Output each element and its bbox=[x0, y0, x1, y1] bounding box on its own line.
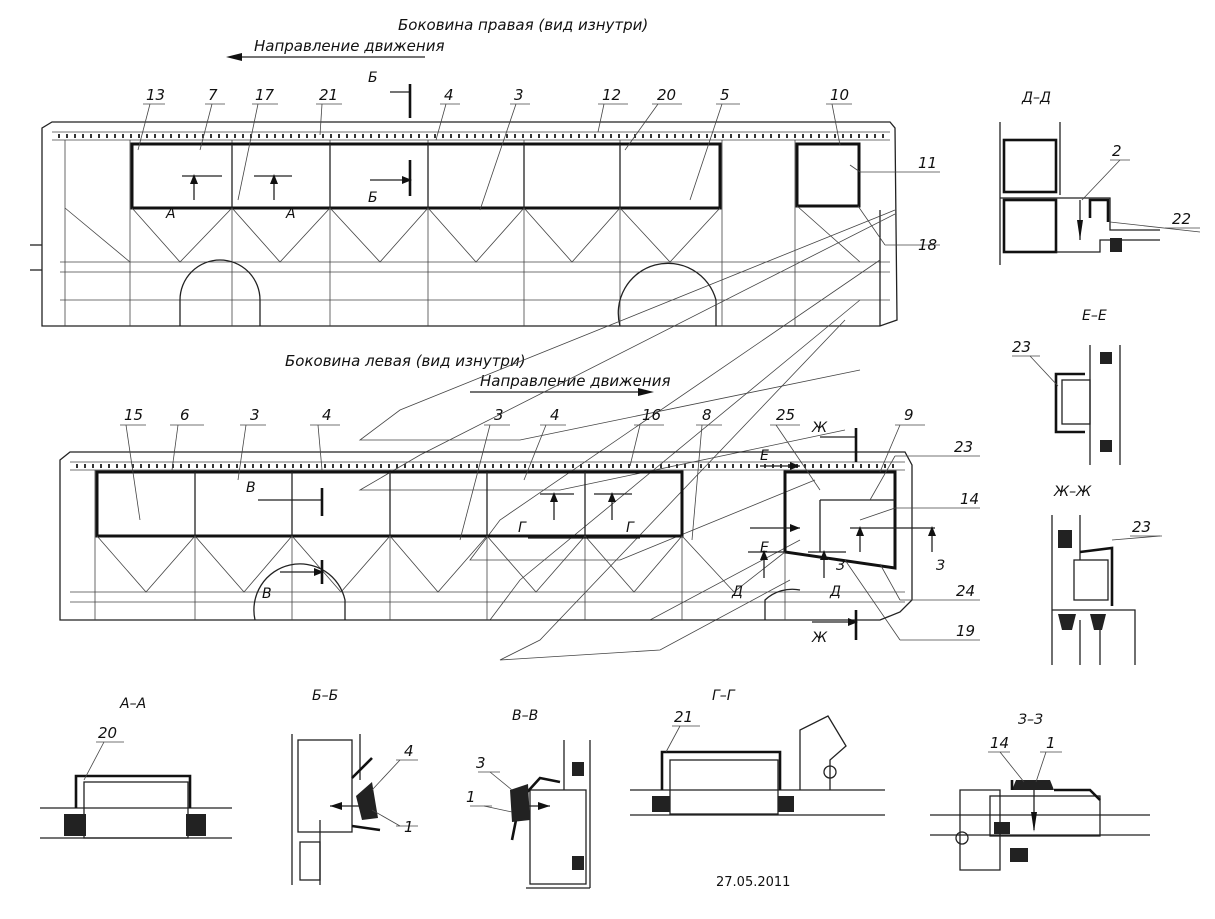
section-aa-title: А–А bbox=[119, 696, 146, 712]
right-label-21: 21 bbox=[319, 86, 338, 104]
cut-zh-top: Ж bbox=[811, 420, 828, 436]
cut-z-left: З bbox=[836, 558, 845, 574]
cut-b-marker bbox=[370, 84, 412, 196]
right-label-17: 17 bbox=[255, 86, 275, 104]
cut-e-marker bbox=[750, 462, 800, 532]
left-label-23: 23 bbox=[954, 438, 973, 456]
section-dd-label-22: 22 bbox=[1172, 210, 1191, 228]
right-direction-arrow-icon bbox=[226, 53, 425, 61]
right-label-10: 10 bbox=[830, 86, 849, 104]
cut-z-right: З bbox=[936, 558, 945, 574]
section-aa-label-20: 20 bbox=[98, 724, 117, 742]
right-direction-label: Направление движения bbox=[254, 37, 444, 55]
drawing-date: 27.05.2011 bbox=[716, 875, 790, 890]
right-label-11: 11 bbox=[918, 154, 937, 172]
right-label-18: 18 bbox=[918, 236, 937, 254]
section-ee-title: Е–Е bbox=[1082, 308, 1107, 324]
left-label-3: 3 bbox=[250, 406, 260, 424]
left-leaders bbox=[120, 424, 980, 641]
section-bb: Б–Б 4 1 bbox=[291, 688, 418, 885]
cut-g-marker bbox=[528, 492, 640, 539]
section-zz: З–З 14 1 bbox=[930, 712, 1150, 871]
right-side-view: А А Б Б 13 7 17 21 bbox=[30, 70, 940, 327]
left-label-14: 14 bbox=[960, 490, 979, 508]
cut-d-left: Д bbox=[731, 584, 743, 600]
section-zhzh: Ж–Ж 23 bbox=[1051, 484, 1162, 665]
left-label-8: 8 bbox=[702, 406, 712, 424]
section-bb-label-4: 4 bbox=[404, 742, 414, 760]
cut-b-top: Б bbox=[368, 70, 378, 86]
right-label-5: 5 bbox=[720, 86, 730, 104]
section-bb-title: Б–Б bbox=[312, 688, 338, 704]
left-label-4b: 4 bbox=[550, 406, 560, 424]
section-zhzh-label-23: 23 bbox=[1132, 518, 1151, 536]
cut-zh-bottom: Ж bbox=[811, 630, 828, 646]
cut-v-marker bbox=[258, 488, 324, 584]
left-side-title: Боковина левая (вид изнутри) bbox=[285, 352, 526, 370]
left-side-view: В В Г Г Е Е Ж Ж bbox=[59, 406, 980, 646]
cut-d-right: Д bbox=[829, 584, 841, 600]
left-label-9: 9 bbox=[904, 406, 914, 424]
right-label-4: 4 bbox=[444, 86, 454, 104]
left-label-6: 6 bbox=[180, 406, 190, 424]
left-label-25: 25 bbox=[776, 406, 795, 424]
section-vv-label-3: 3 bbox=[476, 754, 486, 772]
cut-v-top: В bbox=[246, 480, 256, 496]
cut-a-right: А bbox=[285, 206, 296, 222]
cut-e-bottom: Е bbox=[760, 540, 769, 556]
right-label-3: 3 bbox=[514, 86, 524, 104]
right-window-band bbox=[130, 142, 722, 210]
cut-g-left: Г bbox=[518, 520, 527, 536]
right-leaders bbox=[137, 103, 940, 246]
section-ee: Е–Е 23 bbox=[1012, 308, 1121, 465]
section-aa: А–А 20 bbox=[40, 696, 232, 839]
left-label-24: 24 bbox=[956, 582, 975, 600]
cut-b-bottom: Б bbox=[368, 190, 378, 206]
section-vv-title: В–В bbox=[512, 708, 538, 724]
cut-a-marker bbox=[182, 174, 292, 200]
left-label-15: 15 bbox=[124, 406, 143, 424]
section-dd-title: Д–Д bbox=[1021, 90, 1051, 106]
section-gg-label-21: 21 bbox=[674, 708, 693, 726]
left-label-3b: 3 bbox=[494, 406, 504, 424]
cut-zh-marker bbox=[812, 428, 858, 640]
left-label-4: 4 bbox=[322, 406, 332, 424]
left-label-16: 16 bbox=[642, 406, 661, 424]
right-label-13: 13 bbox=[146, 86, 165, 104]
left-label-19: 19 bbox=[956, 622, 975, 640]
section-vv-label-1: 1 bbox=[466, 788, 476, 806]
section-zz-title: З–З bbox=[1018, 712, 1043, 728]
right-label-20: 20 bbox=[657, 86, 676, 104]
right-label-7: 7 bbox=[208, 86, 218, 104]
right-rear-window bbox=[795, 142, 861, 208]
right-label-12: 12 bbox=[602, 86, 621, 104]
section-dd: Д–Д 2 22 bbox=[999, 90, 1201, 265]
section-zz-label-14: 14 bbox=[990, 734, 1009, 752]
cut-g-right: Г bbox=[626, 520, 635, 536]
section-zz-label-1: 1 bbox=[1046, 734, 1056, 752]
section-gg-title: Г–Г bbox=[712, 688, 736, 704]
cut-v-bottom: В bbox=[262, 586, 272, 602]
section-dd-label-2: 2 bbox=[1112, 142, 1122, 160]
cut-z-marker bbox=[850, 526, 936, 552]
section-zhzh-title: Ж–Ж bbox=[1053, 484, 1092, 500]
section-vv: В–В 3 1 bbox=[466, 708, 591, 889]
section-ee-label-23: 23 bbox=[1012, 338, 1031, 356]
cut-a-left: А bbox=[165, 206, 176, 222]
cut-d-marker bbox=[748, 550, 846, 578]
section-gg: Г–Г 21 bbox=[630, 688, 885, 816]
right-side-title: Боковина правая (вид изнутри) bbox=[398, 16, 648, 34]
left-rear-window bbox=[783, 470, 897, 570]
section-bb-label-1: 1 bbox=[404, 818, 414, 836]
cut-e-top: Е bbox=[760, 448, 769, 464]
left-direction-arrow-icon bbox=[470, 388, 654, 396]
left-direction-label: Направление движения bbox=[480, 372, 670, 390]
